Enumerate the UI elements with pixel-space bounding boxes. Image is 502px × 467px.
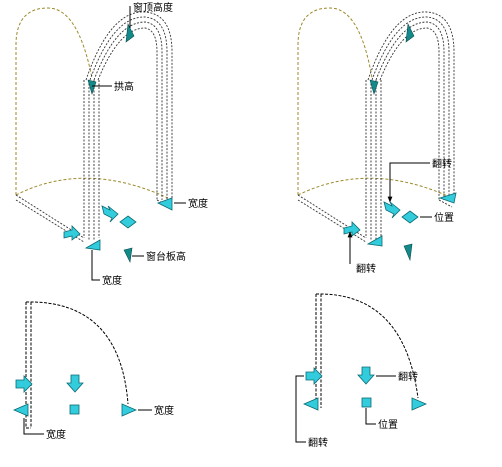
label-width-bottom-top: 宽度 [102,274,122,287]
leader-width-bottom-top [91,250,100,281]
triangle-left-icon[interactable] [302,397,319,411]
label-window-top-height: 窗顶高度 [133,1,173,14]
label-flip-plan-bottom: 翻转 [308,436,328,449]
triangle-right-icon[interactable] [121,403,138,417]
triangle-grip-icon[interactable] [87,79,97,96]
arrow-down-icon[interactable] [357,366,375,385]
label-flip-lower-upper-right: 翻转 [356,262,376,275]
leader-flip-plan-bottom [295,375,306,443]
arrow-right-icon[interactable] [343,221,361,237]
vertical-post-left [83,80,100,240]
arch-bands-left [85,11,173,200]
depth-lines-left [15,194,171,243]
vertical-post-right [365,80,382,240]
label-flip-plan-right: 翻转 [398,370,418,383]
label-sill-height: 窗台板高 [146,250,186,263]
label-flip-upper-right: 翻转 [432,157,452,170]
base-arc-left [15,177,169,199]
triangle-right-icon[interactable] [411,397,428,411]
plan-swing-arc-right [315,293,419,399]
label-width-plan-left: 宽度 [46,428,66,441]
arrow-down-icon[interactable] [101,205,119,223]
label-position-upper-right: 位置 [434,211,454,224]
leader-position-plan-right [365,408,376,425]
panel-3d-left: 窗顶高度 拱高 宽度 窗台板高 宽度 [15,1,208,287]
panel-plan-right: 翻转 位置 翻转 [295,293,428,449]
triangle-grip-icon[interactable] [125,22,135,43]
arrow-down-icon[interactable] [383,201,401,219]
panel-3d-right: 翻转 位置 翻转 [297,7,457,275]
base-arc-right [297,177,453,199]
triangle-grip-icon[interactable] [438,192,457,204]
arrow-down-icon[interactable] [66,374,84,393]
triangle-grip-icon[interactable] [84,239,101,251]
arrow-right-icon[interactable] [305,367,323,385]
triangle-grip-icon[interactable] [366,235,383,247]
leader-width-plan-left [23,418,44,435]
triangle-grip-icon[interactable] [156,197,173,211]
triangle-grip-icon[interactable] [405,22,415,43]
square-grip-icon[interactable] [69,404,80,415]
panel-plan-left: 宽度 宽度 [12,301,174,441]
label-arch-height: 拱高 [114,80,134,93]
label-width-plan-right: 宽度 [154,404,174,417]
triangle-grip-icon[interactable] [369,79,379,96]
triangle-left-icon[interactable] [12,403,29,417]
triangle-grip-icon[interactable] [123,247,133,263]
arrow-right-icon[interactable] [63,225,81,241]
arch-outline-right [297,7,373,195]
leader-flip-upper-right [387,162,430,203]
label-width-right-top: 宽度 [188,197,208,210]
plan-jamb-right [315,294,322,408]
diamond-grip-icon[interactable] [119,215,137,229]
label-position-plan-right: 位置 [378,418,398,431]
arrow-right-icon[interactable] [15,375,33,393]
arch-outline-left [15,7,93,195]
arch-bands-right [367,11,455,200]
plan-swing-arc-left [25,301,129,405]
square-grip-icon[interactable] [361,397,372,408]
triangle-grip-icon[interactable] [403,243,413,262]
depth-lines-right [297,194,453,243]
diamond-grip-icon[interactable] [401,210,419,224]
